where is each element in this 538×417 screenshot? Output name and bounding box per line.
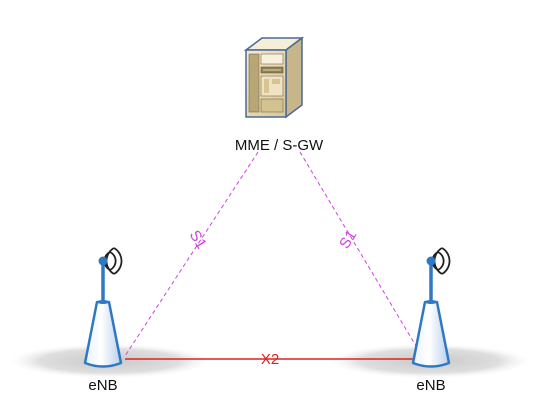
- server-icon: [243, 36, 305, 119]
- enb-left-icon: [83, 247, 123, 368]
- s1-right-label: S1: [336, 227, 360, 252]
- x2-label: X2: [261, 351, 279, 368]
- s1-link-left: [124, 151, 259, 357]
- s1-link-right: [299, 151, 423, 357]
- enb-right-label: eNB: [416, 377, 445, 394]
- enb-right-icon: [411, 247, 451, 368]
- core-node-label: MME / S-GW: [235, 137, 324, 154]
- enb-left-label: eNB: [88, 377, 117, 394]
